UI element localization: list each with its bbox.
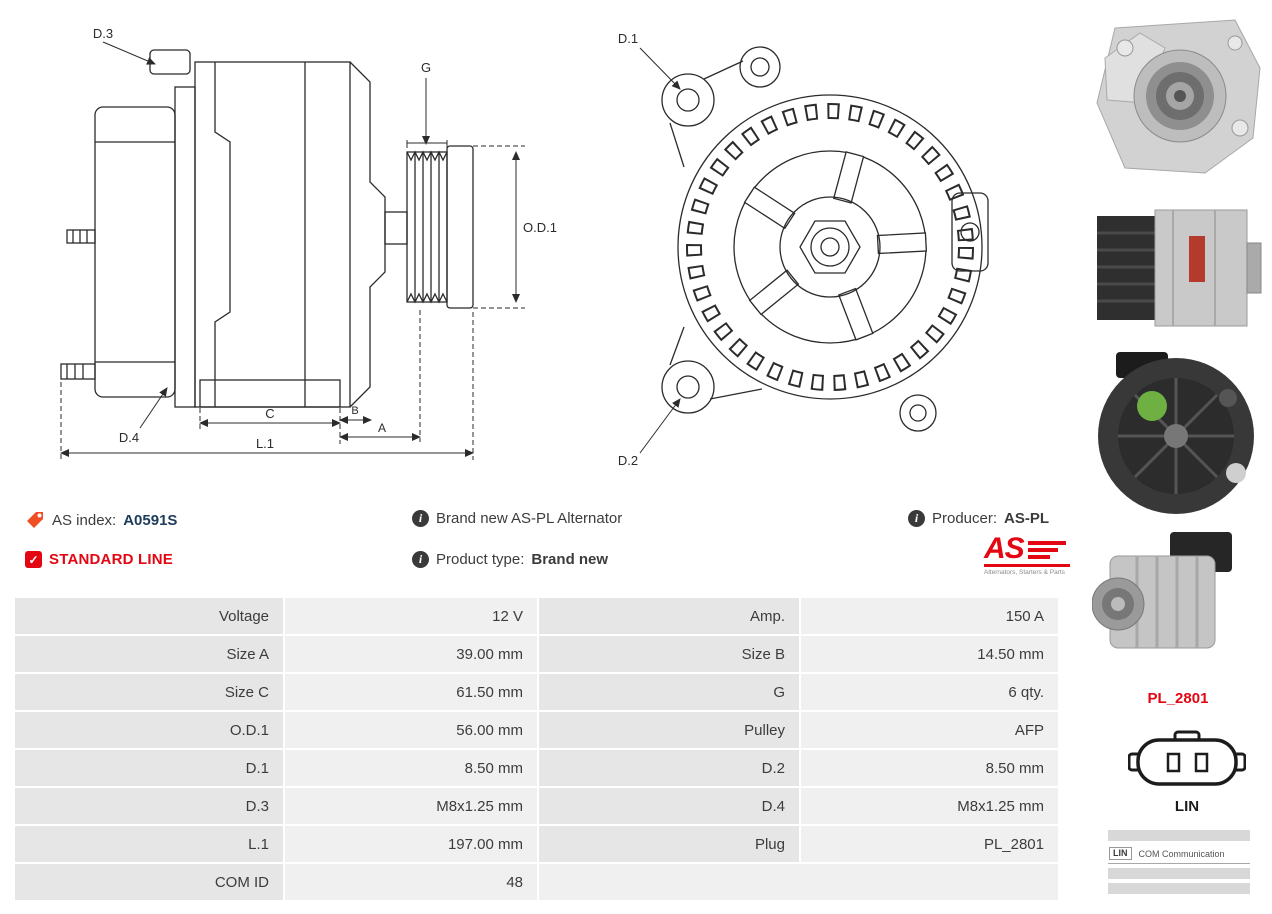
spec-label: D.1 [15, 750, 283, 786]
spec-row-l1: L.1 197.00 mm Plug PL_2801 [15, 826, 1062, 862]
brand-new-row: i Brand new AS-PL Alternator [412, 510, 622, 527]
product-type-row: i Product type: Brand new [412, 551, 608, 568]
legend-bar [1108, 868, 1250, 879]
as-index-row: AS index: A0591S [25, 510, 177, 530]
spec-value: 48 [285, 864, 537, 900]
spec-label: Voltage [15, 598, 283, 634]
spec-row-d3: D.3 M8x1.25 mm D.4 M8x1.25 mm [15, 788, 1062, 824]
aspl-logo-stripes [1027, 541, 1066, 562]
aspl-logo-text: AS [984, 532, 1025, 565]
spec-label: O.D.1 [15, 712, 283, 748]
spec-value: 197.00 mm [285, 826, 537, 862]
dim-label-a: A [378, 421, 386, 435]
spec-value: 6 qty. [801, 674, 1058, 710]
spec-label: Size A [15, 636, 283, 672]
standard-line-row: ✓ STANDARD LINE [25, 551, 173, 568]
brand-new-text: Brand new AS-PL Alternator [436, 510, 623, 527]
dim-label-l1: L.1 [256, 436, 274, 451]
dim-label-od1: O.D.1 [523, 220, 557, 235]
spec-label: L.1 [15, 826, 283, 862]
spec-value: 56.00 mm [285, 712, 537, 748]
product-photo-3[interactable] [1088, 348, 1263, 523]
legend-key: LIN [1109, 847, 1132, 860]
spec-label: Plug [539, 826, 799, 862]
product-photo-4[interactable] [1091, 526, 1242, 676]
spec-value: 8.50 mm [285, 750, 537, 786]
spec-value: 12 V [285, 598, 537, 634]
spec-value: M8x1.25 mm [285, 788, 537, 824]
spec-label: Size C [15, 674, 283, 710]
spec-row-size-c: Size C 61.50 mm G 6 qty. [15, 674, 1062, 710]
spec-value: 150 A [801, 598, 1058, 634]
spec-label: G [539, 674, 799, 710]
spec-value: 61.50 mm [285, 674, 537, 710]
spec-row-com-id: COM ID 48 [15, 864, 1062, 900]
spec-label: D.4 [539, 788, 799, 824]
spec-row-d1: D.1 8.50 mm D.2 8.50 mm [15, 750, 1062, 786]
producer-row: i Producer: AS-PL [908, 510, 1049, 527]
spec-value: PL_2801 [801, 826, 1058, 862]
info-icon: i [412, 510, 429, 527]
spec-value: 8.50 mm [801, 750, 1058, 786]
spec-value: M8x1.25 mm [801, 788, 1058, 824]
plug-code: PL_2801 [1147, 690, 1209, 707]
standard-line-text: STANDARD LINE [49, 551, 173, 568]
spec-table: Voltage 12 V Amp. 150 A Size A 39.00 mm … [15, 598, 1062, 900]
dim-label-g: G [421, 60, 431, 75]
product-type-label: Product type: [436, 551, 525, 568]
spec-row-od1: O.D.1 56.00 mm Pulley AFP [15, 712, 1062, 748]
checkbox-icon: ✓ [25, 551, 42, 568]
tag-icon [27, 512, 43, 528]
spec-value: 14.50 mm [801, 636, 1058, 672]
spec-label: D.3 [15, 788, 283, 824]
aspl-logo-subtitle: Alternators, Starters & Parts [984, 569, 1065, 576]
info-icon: i [412, 551, 429, 568]
spec-label: Amp. [539, 598, 799, 634]
product-photo-1[interactable] [1085, 8, 1270, 188]
as-index-label: AS index: [52, 511, 117, 529]
side-view-drawing: D.3 G O.D.1 D.4 C B A L.1 [60, 26, 557, 460]
spec-value: 39.00 mm [285, 636, 537, 672]
plug-legend: LIN COM Communication [1108, 826, 1250, 898]
dim-label-d4: D.4 [119, 430, 139, 445]
spec-label: D.2 [539, 750, 799, 786]
legend-bar [1108, 883, 1250, 894]
plug-name: LIN [1174, 798, 1200, 815]
spec-label: COM ID [15, 864, 283, 900]
dim-label-c: C [265, 406, 274, 421]
spec-empty-cell [539, 864, 1058, 900]
dim-label-b: B [351, 405, 358, 417]
legend-row: LIN COM Communication [1108, 845, 1250, 864]
spec-row-voltage: Voltage 12 V Amp. 150 A [15, 598, 1062, 634]
dim-label-d2: D.2 [618, 453, 638, 468]
spec-value: AFP [801, 712, 1058, 748]
info-icon: i [908, 510, 925, 527]
legend-value: COM Communication [1138, 848, 1225, 859]
spec-row-size-a: Size A 39.00 mm Size B 14.50 mm [15, 636, 1062, 672]
front-view-drawing: D.1 D.2 [618, 31, 989, 468]
legend-bar [1108, 830, 1250, 841]
product-type-value: Brand new [531, 551, 609, 568]
spec-label: Size B [539, 636, 799, 672]
dim-label-d1: D.1 [618, 31, 638, 46]
producer-value: AS-PL [1004, 510, 1050, 527]
spec-label: Pulley [539, 712, 799, 748]
aspl-logo: AS Alternators, Starters & Parts [984, 532, 1070, 576]
dim-label-d3: D.3 [93, 26, 113, 41]
as-index-value: A0591S [123, 511, 178, 529]
producer-label: Producer: [932, 510, 998, 527]
plug-drawing [1127, 726, 1247, 801]
product-photo-2[interactable] [1085, 188, 1270, 348]
